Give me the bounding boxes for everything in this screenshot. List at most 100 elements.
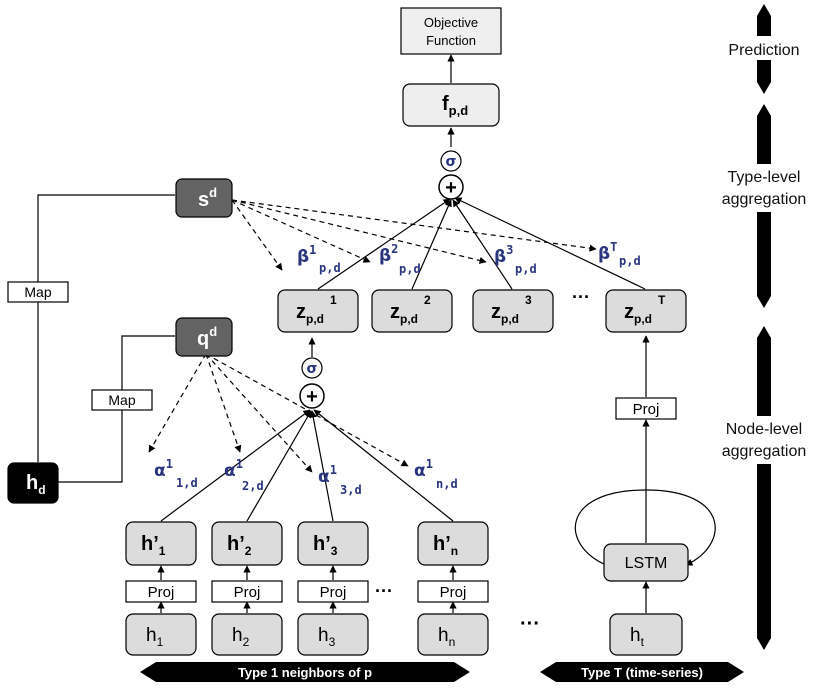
z-node-T: zp,d T: [605, 289, 687, 333]
type1-banner-label: Type 1 neighbors of p: [238, 665, 372, 680]
beta-1: β1: [297, 243, 316, 267]
svg-text:zp,d: zp,d: [624, 301, 652, 326]
typeT-banner-label: Type T (time-series): [581, 665, 703, 680]
node-level-bar: [757, 326, 771, 650]
objective-function-box: Objective Function: [400, 7, 502, 55]
svg-text:Proj: Proj: [234, 584, 261, 601]
h-node-n: hn: [417, 613, 489, 656]
alpha-1-sub: 1,d: [176, 476, 198, 490]
sigma-top: σ: [440, 150, 462, 172]
lstm-node: LSTM: [603, 543, 689, 582]
beta-3-sub: p,d: [515, 262, 537, 276]
proj-box-time-series: Proj: [615, 397, 677, 420]
svg-text:Proj: Proj: [320, 584, 347, 601]
beta-2-sub: p,d: [399, 262, 421, 276]
alpha-2-sub: 2,d: [242, 479, 264, 493]
beta-2: β2: [379, 242, 398, 266]
map-box-s: Map: [7, 281, 69, 303]
svg-text:zp,d: zp,d: [296, 301, 324, 326]
proj-box-3: Proj: [297, 580, 369, 603]
alpha-3: α1: [318, 463, 337, 487]
svg-text:+: +: [306, 386, 318, 408]
svg-text:σ: σ: [446, 154, 457, 170]
beta-3: β3: [494, 243, 513, 267]
svg-text:Function: Function: [426, 33, 476, 48]
typeT-banner: [540, 662, 744, 682]
svg-text:1: 1: [330, 293, 337, 307]
svg-text:Proj: Proj: [633, 401, 660, 418]
svg-text:Map: Map: [108, 392, 135, 408]
stage-type-level-line2: aggregation: [722, 191, 807, 208]
proj-box-n: Proj: [417, 580, 489, 603]
svg-text:hd: hd: [26, 472, 46, 497]
stage-labels: Prediction Type-level aggregation Node-l…: [706, 36, 822, 464]
z-node-2: zp,d 2: [371, 289, 453, 333]
svg-text:h2: h2: [232, 625, 250, 649]
hprime-node-1: h’1: [125, 521, 197, 566]
h-node-3: h3: [297, 613, 369, 656]
type1-banner: [140, 662, 470, 682]
alpha-labels: α1 1,d α1 2,d α1 3,d α1 n,d: [154, 457, 458, 497]
svg-text:h3: h3: [318, 625, 336, 649]
stage-type-level-line1: Type-level: [728, 169, 801, 186]
z-node-3: zp,d 3: [472, 289, 554, 333]
svg-text:ht: ht: [630, 625, 645, 649]
stage-prediction: Prediction: [728, 42, 799, 59]
svg-text:h’3: h’3: [313, 533, 338, 558]
stage-node-level-line2: aggregation: [722, 443, 807, 460]
hprime-node-2: h’2: [211, 521, 283, 566]
type-ellipsis: ···: [520, 613, 540, 635]
s-node: sd: [175, 178, 233, 218]
svg-text:+: +: [445, 177, 457, 199]
beta-T: βT: [598, 240, 617, 264]
hd-node: hd: [7, 462, 59, 504]
hprime-node-n: h’n: [417, 521, 489, 566]
svg-text:Proj: Proj: [148, 584, 175, 601]
svg-text:T: T: [658, 293, 666, 307]
svg-text:zp,d: zp,d: [390, 301, 418, 326]
svg-text:h’2: h’2: [227, 533, 252, 558]
attention-edges: [148, 199, 597, 473]
svg-text:hn: hn: [438, 625, 455, 649]
svg-text:Proj: Proj: [440, 584, 467, 601]
f-node: fp,d: [402, 83, 500, 127]
beta-labels: β1 p,d β2 p,d β3 p,d βT p,d: [297, 240, 641, 276]
svg-text:Objective: Objective: [424, 15, 478, 30]
hprime-node-3: h’3: [297, 521, 369, 566]
alpha-n: α1: [414, 457, 433, 481]
svg-text:zp,d: zp,d: [491, 301, 519, 326]
beta-1-sub: p,d: [319, 261, 341, 275]
z-ellipsis: ···: [572, 287, 590, 307]
plus-top: +: [438, 174, 464, 200]
plus-node-level: +: [299, 383, 325, 409]
h-node-2: h2: [211, 613, 283, 656]
svg-text:fp,d: fp,d: [442, 93, 468, 118]
svg-text:sd: sd: [198, 185, 217, 211]
alpha-1: α1: [154, 457, 173, 481]
svg-text:qd: qd: [197, 324, 217, 350]
lstm-self-loop: [574, 489, 716, 566]
sigma-node-level: σ: [301, 357, 323, 379]
h-node-1: h1: [125, 613, 197, 656]
svg-text:Map: Map: [24, 284, 51, 300]
proj-ellipsis: ···: [375, 581, 393, 601]
q-node: qd: [175, 317, 233, 357]
svg-text:3: 3: [525, 293, 532, 307]
svg-text:σ: σ: [307, 361, 318, 377]
proj-box-1: Proj: [125, 580, 197, 603]
svg-text:h’n: h’n: [433, 533, 458, 558]
beta-T-sub: p,d: [619, 254, 641, 268]
alpha-2: α1: [224, 457, 243, 481]
stage-bars: [757, 4, 771, 650]
alpha-n-sub: n,d: [436, 477, 458, 491]
ht-node: ht: [609, 613, 683, 656]
map-box-q: Map: [91, 389, 153, 411]
svg-text:h1: h1: [146, 625, 164, 649]
svg-text:h’1: h’1: [141, 533, 166, 558]
svg-text:LSTM: LSTM: [625, 555, 668, 572]
alpha-3-sub: 3,d: [340, 483, 362, 497]
proj-box-2: Proj: [211, 580, 283, 603]
stage-node-level-line1: Node-level: [726, 421, 802, 438]
svg-text:2: 2: [424, 293, 431, 307]
